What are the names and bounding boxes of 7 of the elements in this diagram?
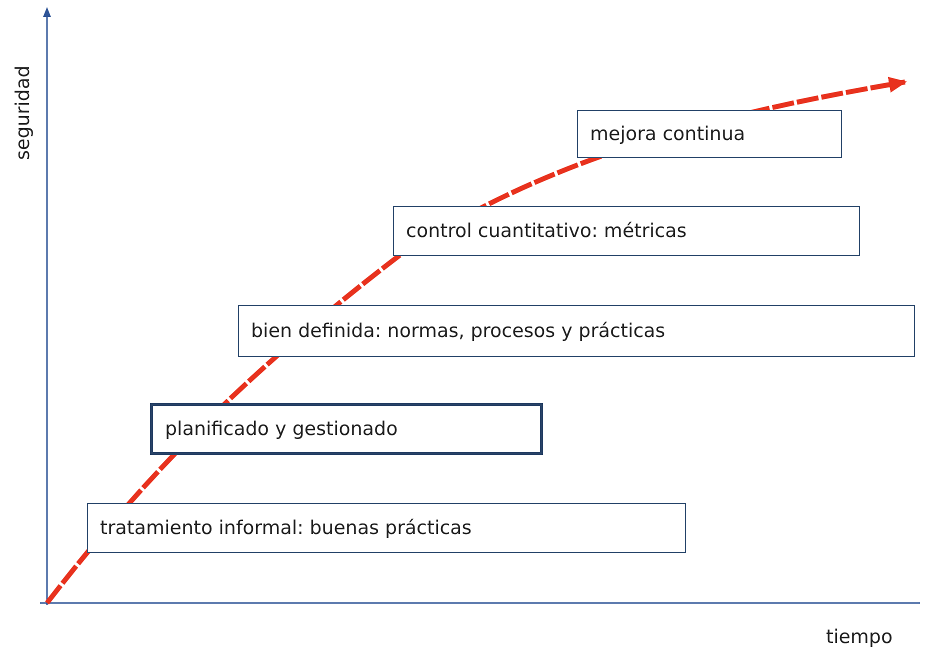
axis-title: tiempo xyxy=(826,626,893,648)
stage-box: mejora continua xyxy=(577,110,842,158)
stage-box: bien definida: normas, procesos y prácticas xyxy=(238,305,915,357)
axis-title: seguridad xyxy=(12,65,34,160)
stage-box: tratamiento informal: buenas prácticas xyxy=(87,503,686,553)
stage-box: planificado y gestionado xyxy=(150,403,543,455)
stage-box: control cuantitativo: métricas xyxy=(393,206,860,256)
